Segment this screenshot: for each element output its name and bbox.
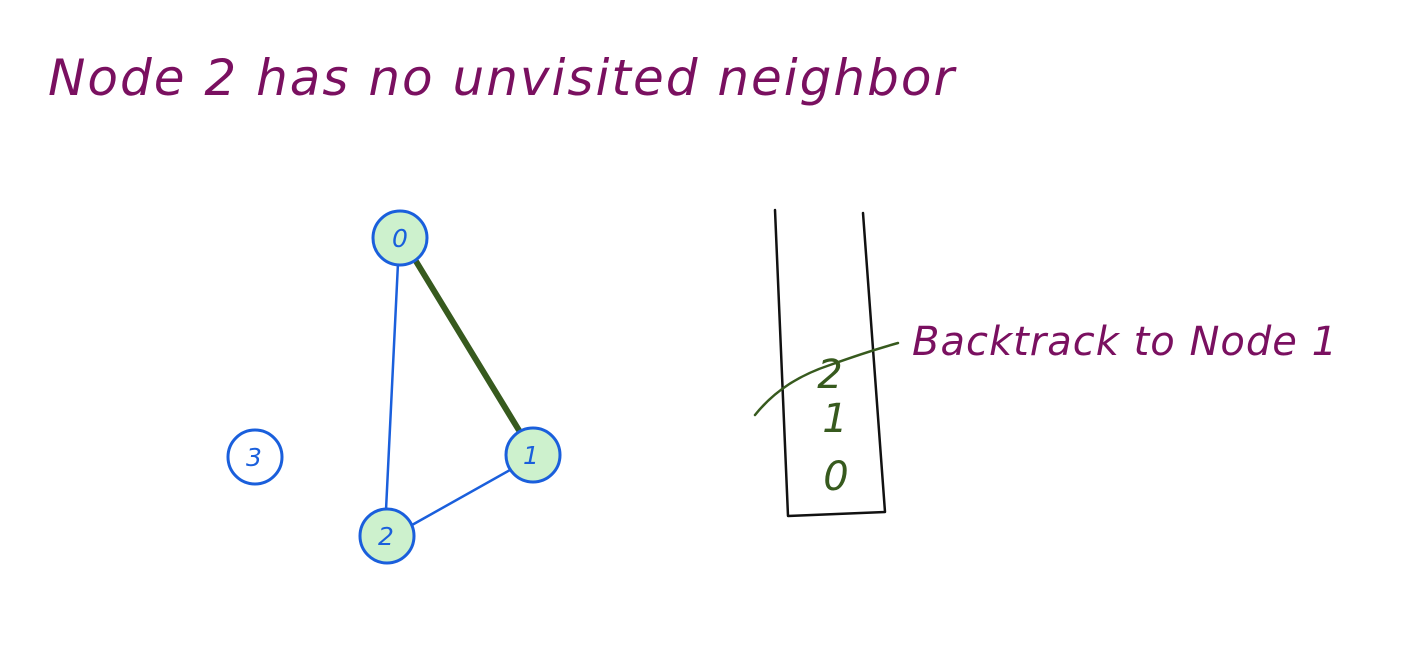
- stack-item-popped: 2: [817, 352, 842, 398]
- node-0: 0: [371, 209, 429, 267]
- graph-edges: [384, 255, 523, 527]
- node-0-label: 0: [392, 224, 408, 253]
- edge-0-1-traversed: [411, 255, 523, 435]
- stack-outline: [773, 208, 887, 518]
- node-1-circle: [504, 426, 562, 484]
- node-1: 1: [504, 426, 562, 484]
- stack: 2 1 0: [753, 208, 900, 518]
- node-0-circle: [371, 209, 429, 267]
- stack-item-middle: 1: [822, 396, 847, 442]
- node-3-circle: [226, 428, 284, 486]
- node-1-label: 1: [523, 441, 539, 470]
- backtrack-note: Backtrack to Node 1: [912, 319, 1338, 365]
- node-3-label: 3: [246, 443, 262, 472]
- edge-1-2: [410, 468, 512, 527]
- node-3: 3: [226, 428, 284, 486]
- node-2-circle: [358, 507, 416, 565]
- node-2: 2: [358, 507, 416, 565]
- heading: Node 2 has no unvisited neighbor: [48, 49, 957, 107]
- graph-nodes: 0 1 2 3: [226, 209, 562, 565]
- edge-0-2: [384, 261, 400, 512]
- stack-item-bottom: 0: [823, 454, 848, 500]
- node-2-label: 2: [378, 522, 394, 551]
- strike-through-line: [753, 341, 900, 417]
